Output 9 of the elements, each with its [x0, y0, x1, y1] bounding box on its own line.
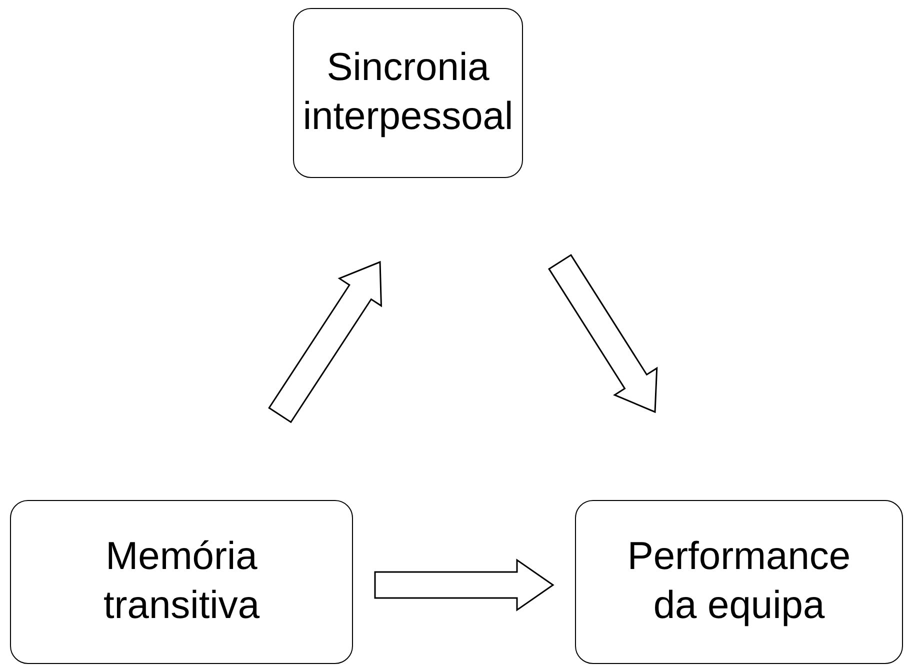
box-label: Sincronia interpessoal: [302, 45, 514, 140]
block-arrow: [268, 260, 382, 424]
rounded-box: [293, 8, 523, 178]
block-arrow: [374, 558, 554, 612]
block-arrow: [548, 254, 658, 414]
box-label: Memória transitiva: [102, 534, 261, 629]
rounded-box: [575, 500, 903, 664]
box-label: Performance da equipa: [626, 534, 852, 629]
rounded-box: [10, 500, 353, 664]
